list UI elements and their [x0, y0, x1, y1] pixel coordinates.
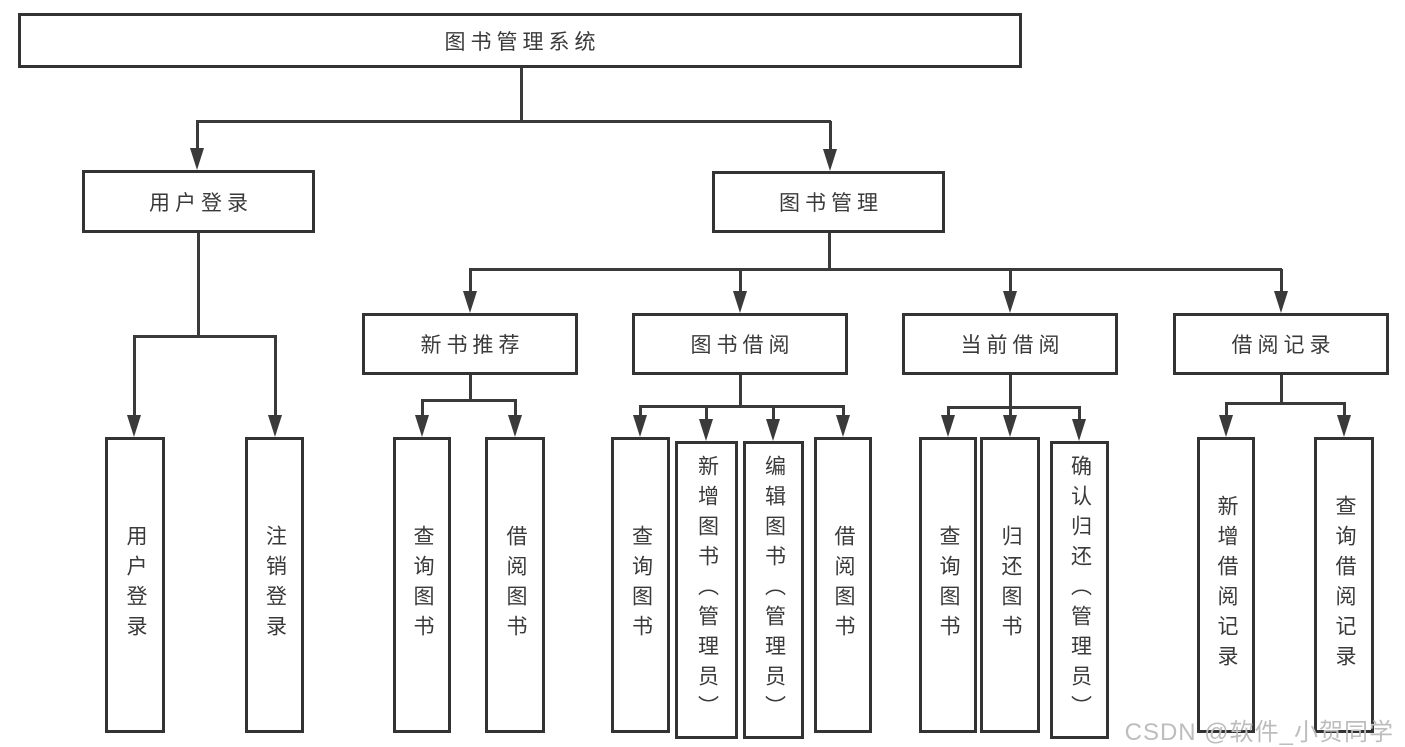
connector-line	[1280, 375, 1283, 403]
connector-line	[772, 406, 775, 421]
connector-line	[947, 406, 1081, 409]
arrowhead-down-icon	[1003, 291, 1017, 313]
node-label: 借阅图书	[832, 525, 855, 645]
node-label: 新增借阅记录	[1215, 495, 1238, 675]
node-borrow-records: 借阅记录	[1173, 313, 1389, 375]
node-label: 查询借阅记录	[1333, 495, 1356, 675]
connector-line	[1280, 269, 1283, 293]
node-leaf-user-login: 用户登录	[105, 437, 165, 733]
node-label: 图书借阅	[690, 334, 795, 357]
node-leaf-logout: 注销登录	[245, 437, 304, 733]
connector-line	[947, 407, 950, 417]
connector-line	[469, 268, 1282, 271]
connector-line	[196, 120, 831, 123]
arrowhead-down-icon	[268, 415, 282, 437]
node-label: 用户登录	[124, 525, 147, 645]
node-current-borrow: 当前借阅	[902, 313, 1118, 375]
connector-line	[514, 400, 517, 417]
node-label: 用户登录	[149, 191, 253, 215]
node-label: 查询图书	[937, 525, 960, 645]
node-leaf-query-book-1: 查询图书	[393, 437, 451, 733]
arrowhead-down-icon	[836, 415, 850, 437]
connector-line	[196, 121, 199, 150]
node-label: 注销登录	[263, 525, 287, 645]
node-label: 图书管理	[779, 192, 883, 215]
connector-line	[274, 336, 277, 417]
node-label: 查询图书	[629, 525, 653, 645]
connector-line	[739, 375, 742, 406]
node-leaf-query-borrow-record: 查询借阅记录	[1314, 437, 1374, 733]
arrowhead-down-icon	[1274, 291, 1288, 313]
node-label: 归还图书	[999, 525, 1022, 645]
node-leaf-confirm-return-admin: 确认归还（管理员）	[1050, 441, 1109, 739]
arrowhead-down-icon	[633, 415, 647, 437]
node-leaf-edit-book-admin: 编辑图书（管理员）	[743, 441, 804, 739]
connector-line	[1225, 402, 1346, 405]
node-label: 确认归还（管理员）	[1068, 455, 1092, 725]
connector-line	[705, 406, 708, 421]
arrowhead-down-icon	[733, 291, 747, 313]
arrowhead-down-icon	[1003, 415, 1017, 437]
connector-line	[421, 400, 424, 417]
node-book-borrow: 图书借阅	[632, 313, 848, 375]
node-leaf-query-book-2: 查询图书	[611, 437, 670, 733]
arrowhead-down-icon	[1219, 415, 1233, 437]
connector-line	[1009, 269, 1012, 293]
connector-line	[421, 399, 517, 402]
connector-line	[739, 269, 742, 293]
connector-line	[1225, 403, 1228, 417]
node-label: 查询图书	[411, 525, 434, 645]
node-label: 新书推荐	[420, 334, 525, 357]
connector-line	[639, 406, 642, 417]
node-label: 当前借阅	[960, 334, 1065, 357]
node-leaf-add-book-admin: 新增图书（管理员）	[675, 441, 738, 739]
connector-line	[842, 406, 845, 417]
arrowhead-down-icon	[823, 149, 837, 171]
connector-line	[639, 405, 845, 408]
connector-line	[829, 121, 832, 151]
arrowhead-down-icon	[415, 415, 429, 437]
arrowhead-down-icon	[1337, 415, 1351, 437]
arrowhead-down-icon	[190, 148, 204, 170]
node-leaf-add-borrow-record: 新增借阅记录	[1197, 437, 1255, 733]
arrowhead-down-icon	[1072, 419, 1086, 441]
arrowhead-down-icon	[508, 415, 522, 437]
node-new-book-recommend: 新书推荐	[362, 313, 578, 375]
connector-line	[469, 269, 472, 293]
node-system: 图书管理系统	[18, 13, 1022, 68]
node-label: 借阅图书	[504, 525, 527, 645]
arrowhead-down-icon	[766, 419, 780, 441]
node-user-login: 用户登录	[82, 170, 315, 233]
arrowhead-down-icon	[699, 419, 713, 441]
connector-line	[469, 375, 472, 400]
connector-line	[1009, 407, 1012, 417]
connector-line	[133, 335, 277, 338]
node-leaf-return-book: 归还图书	[980, 437, 1040, 733]
connector-line	[828, 233, 831, 269]
connector-line	[1009, 375, 1012, 407]
connector-line	[520, 68, 523, 121]
connector-line	[1078, 407, 1081, 421]
node-label: 借阅记录	[1231, 334, 1336, 357]
arrowhead-down-icon	[941, 415, 955, 437]
connector-line	[197, 233, 200, 336]
connector-line	[133, 336, 136, 417]
node-leaf-query-book-3: 查询图书	[919, 437, 977, 733]
arrowhead-down-icon	[463, 291, 477, 313]
csdn-watermark: CSDN @软件_小贺同学	[1124, 719, 1394, 746]
connector-line	[1343, 403, 1346, 417]
node-label: 图书管理系统	[444, 30, 601, 54]
node-label: 编辑图书（管理员）	[762, 455, 786, 725]
node-leaf-borrow-book-2: 借阅图书	[814, 437, 872, 733]
arrowhead-down-icon	[127, 415, 141, 437]
node-book-management: 图书管理	[712, 171, 945, 233]
node-leaf-borrow-book-1: 借阅图书	[485, 437, 545, 733]
node-label: 新增图书（管理员）	[695, 455, 719, 725]
